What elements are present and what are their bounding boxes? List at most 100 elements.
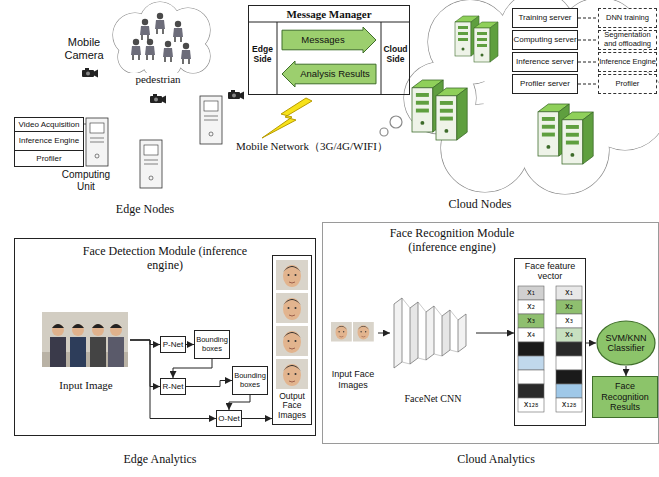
connector [242,418,272,419]
node-text: P-Net [163,340,183,349]
vector-element: x₃ [518,314,544,328]
unit-box: Inference Engine [14,131,84,151]
classifier-ellipse: SVM/KNN Classifier [596,320,656,366]
input-faces [331,322,374,342]
manager-grid [248,22,410,95]
vector-element: x₁ [556,286,582,300]
vector-element: x₁ [518,286,544,300]
cnn-block: FaceNet CNN [390,290,476,404]
unit-label: Computing Unit [56,169,116,192]
manager-box: Message ManagerEdge Side Cloud Side Messag… [248,5,410,95]
server-box: Profiler server [512,74,578,94]
node-text: Edge Side [248,40,277,70]
arrowR-shape [282,27,376,53]
node-text: O-Net [218,414,239,423]
connector [578,18,598,19]
network-box: O-Net [216,410,242,427]
node-text: Video Acquisition [19,120,80,129]
connector [578,62,598,63]
caption-label: Cloud Analytics [436,453,556,467]
connector [578,84,598,85]
node-text: FaceNet CNN [405,393,462,405]
node-text: Face feature vector [515,261,585,282]
unit-box: Profiler [14,150,84,167]
face-thumbs: Input Face Images [328,318,378,390]
role-box: DNN training [598,8,657,28]
node-text: Inference Engine [19,136,80,145]
node-text: Training server [518,13,571,22]
node-text: Input Face Images [328,369,378,390]
node-text: Face Recognition Module (inference engin… [367,227,537,255]
connector [173,359,212,378]
server-box: Computing server [512,30,578,50]
vector-element: x₁₂₈ [556,398,582,412]
region-label: Cloud Nodes [440,198,520,212]
arrowL-shape [282,61,376,87]
node-text: Profiler server [520,79,570,88]
node-text: Profiler [36,154,61,163]
input-image: Input Image [42,312,130,392]
server-box: Inference server [512,52,578,72]
network-box: P-Net [160,336,186,353]
connector [186,381,232,387]
caption-label: Edge Analytics [100,453,220,467]
network-box: R-Net [160,378,186,395]
connector [626,366,627,376]
output-column: Output Face Images [272,255,312,425]
message-arrow: Messages [281,26,377,54]
result-arrow: Analysis Results [281,60,377,88]
module-box: Face Recognition Module (inference engin… [322,222,659,444]
node-text: Computing server [513,35,576,44]
node-text: Face Recognition Results [593,381,657,412]
bbox-box: Bounding boxes [232,366,268,395]
unit-box: Video Acquisition [14,117,84,132]
server-cloud [380,0,659,194]
node-text: Inference server [516,57,574,66]
server-cloud-fill [404,0,659,194]
camera-label: Mobile Camera [58,36,110,61]
result-box: Face Recognition Results [592,376,658,418]
cnn-layers [394,298,466,368]
vector-cells [518,286,582,412]
crowd-cloud-fill [113,2,210,80]
node-text: Segmentation and offloading [599,31,656,48]
connector [378,333,390,334]
role-box: Inference Engine [598,52,657,72]
node-text: Output Face Images [273,392,311,421]
vector-element: x₃ [556,314,582,328]
connector [586,343,596,344]
region-label: Edge Nodes [105,203,185,217]
bbox-box: Bounding boxes [194,330,230,359]
vector-element: x₂ [556,300,582,314]
vector-element: x₄ [518,328,544,342]
lightning-bolt [262,98,312,138]
connector [186,344,194,345]
role-box: Segmentation and offloading [598,30,657,50]
module-box: Face Detection Module (inference engine)… [14,238,316,436]
node-text: Message Manager [248,6,410,22]
connector [130,340,160,387]
node-text: Profiler [616,80,640,89]
pedestrians [131,13,191,64]
node-text: Input Image [59,379,112,392]
node-text: Cloud Side [381,40,410,70]
node-text: Messages [301,35,356,46]
crowd-cloud [113,2,210,80]
connector [130,340,160,345]
node-text: R-Net [163,382,184,391]
role-box: Profiler [598,74,657,94]
node-text: Analysis Results [288,69,370,80]
node-text: Bounding boxes [195,336,229,353]
node-text: Bounding boxes [233,372,267,389]
node-text: Face Detection Module (inference engine) [80,245,250,273]
connector [578,40,598,41]
network-label: Mobile Network（3G/4G/WIFI） [236,140,436,153]
connector [476,333,514,334]
connector [229,395,250,410]
vector-element: x₄ [556,328,582,342]
vector-element: x₂ [518,300,544,314]
ellipse-shape [597,321,655,365]
node-text: SVM/KNN Classifier [596,333,656,354]
vector-element: x₁₂₈ [518,398,544,412]
input-photo [42,312,128,367]
